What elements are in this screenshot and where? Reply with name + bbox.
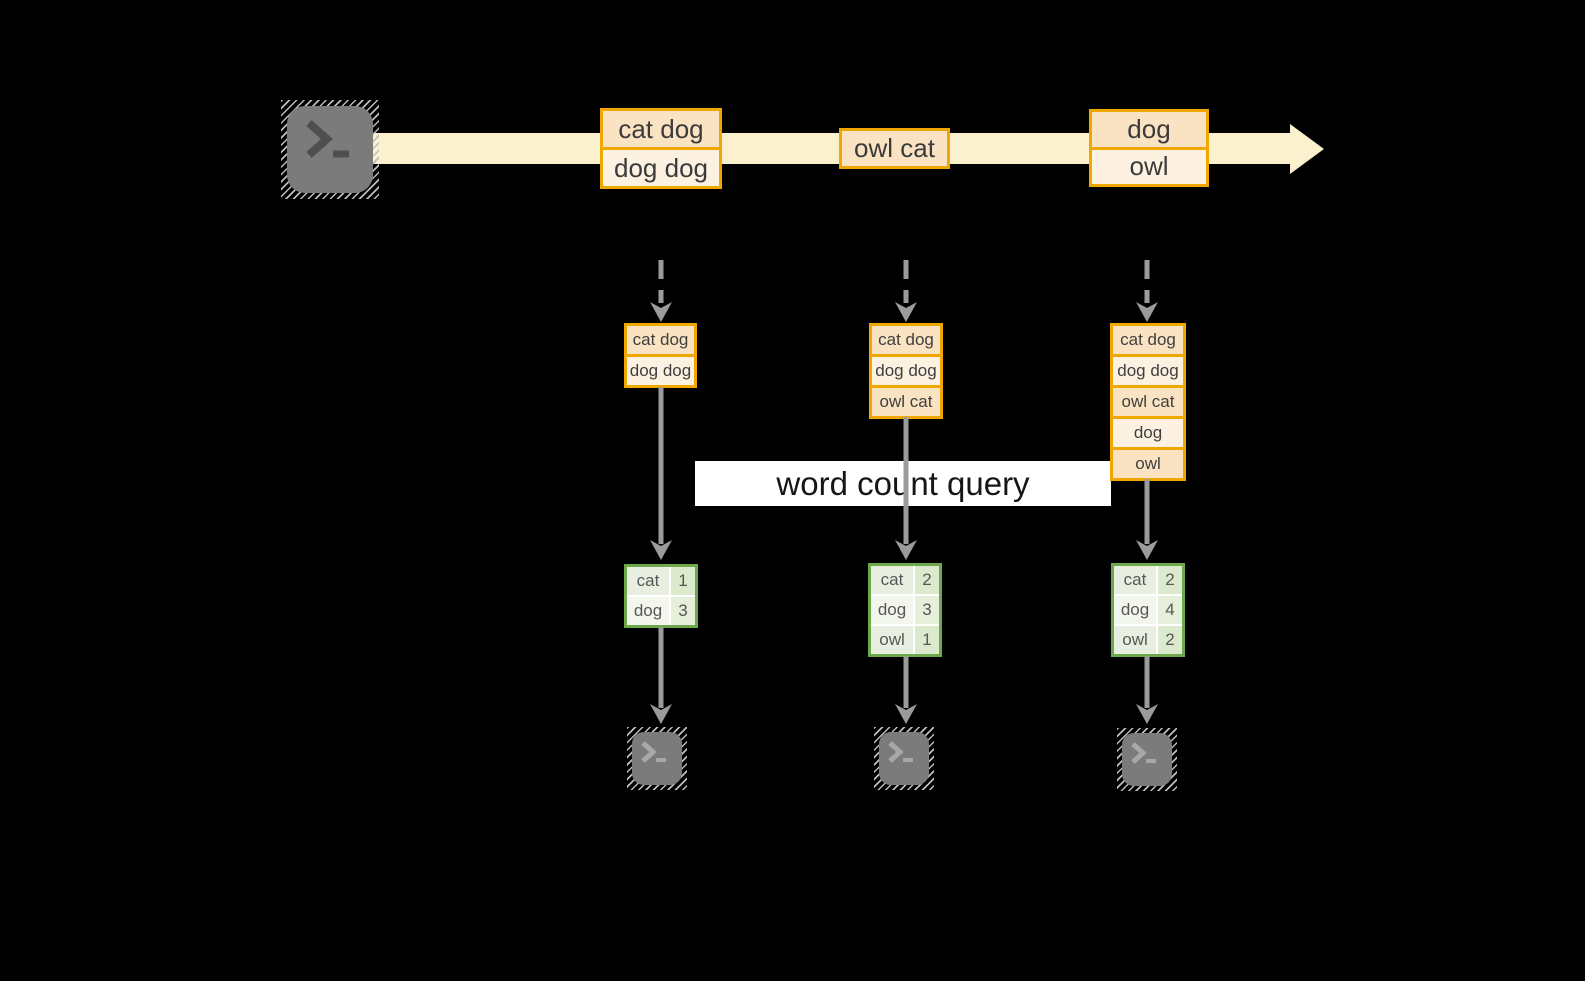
buffer-row: owl cat bbox=[1113, 385, 1183, 416]
count-cell: 2 bbox=[1158, 626, 1182, 654]
word-cell: dog bbox=[627, 597, 669, 625]
terminal-screen bbox=[1122, 733, 1172, 786]
buffer-row: dog dog bbox=[872, 354, 940, 385]
count-table-1: cat 1 dog 3 bbox=[624, 564, 698, 628]
word-cell: cat bbox=[627, 567, 669, 595]
input-buffer-3: cat dog dog dog owl cat dog owl bbox=[1110, 323, 1186, 481]
sink-terminal-icon-2 bbox=[874, 727, 934, 790]
buffer-row: cat dog bbox=[627, 326, 694, 354]
event-record: dog dog bbox=[603, 147, 719, 186]
event-record: dog bbox=[1092, 112, 1206, 147]
count-cell: 2 bbox=[915, 566, 939, 594]
word-cell: dog bbox=[1114, 596, 1156, 624]
event-record: owl bbox=[1092, 146, 1206, 184]
query-arrow-3 bbox=[1136, 479, 1158, 560]
terminal-prompt-icon bbox=[306, 120, 349, 158]
sink-arrow-1 bbox=[650, 627, 672, 724]
query-arrow-1 bbox=[650, 387, 672, 560]
event-record: cat dog bbox=[603, 111, 719, 147]
terminal-prompt-icon bbox=[1131, 742, 1156, 764]
buffer-row: cat dog bbox=[1113, 326, 1183, 354]
dashed-arrow-3 bbox=[1136, 260, 1158, 322]
buffer-row: cat dog bbox=[872, 326, 940, 354]
word-cell: cat bbox=[871, 566, 913, 594]
sink-terminal-icon-1 bbox=[627, 727, 687, 790]
word-cell: owl bbox=[871, 626, 913, 654]
count-table-3: cat 2 dog 4 owl 2 bbox=[1111, 563, 1185, 657]
sink-terminal-icon-3 bbox=[1117, 728, 1177, 791]
word-cell: dog bbox=[871, 596, 913, 624]
buffer-row: dog dog bbox=[627, 354, 694, 385]
dashed-arrow-1 bbox=[650, 260, 672, 322]
count-cell: 1 bbox=[671, 567, 695, 595]
stream-event-batch-2: owl cat bbox=[839, 128, 950, 169]
terminal-prompt-icon bbox=[888, 741, 913, 763]
count-cell: 3 bbox=[671, 597, 695, 625]
input-buffer-2: cat dog dog dog owl cat bbox=[869, 323, 943, 419]
sink-arrow-2 bbox=[895, 656, 917, 724]
query-arrow-2 bbox=[895, 417, 917, 560]
buffer-row: owl bbox=[1113, 447, 1183, 478]
count-cell: 4 bbox=[1158, 596, 1182, 624]
query-banner: word count query bbox=[695, 461, 1111, 506]
word-cell: owl bbox=[1114, 626, 1156, 654]
terminal-screen bbox=[879, 732, 929, 785]
terminal-prompt-icon bbox=[641, 741, 666, 763]
dashed-arrow-2 bbox=[895, 260, 917, 322]
count-cell: 1 bbox=[915, 626, 939, 654]
event-record: owl cat bbox=[842, 131, 947, 166]
count-cell: 2 bbox=[1158, 566, 1182, 594]
stream-event-batch-3: dog owl bbox=[1089, 109, 1209, 187]
sink-arrow-3 bbox=[1136, 656, 1158, 724]
buffer-row: dog dog bbox=[1113, 354, 1183, 385]
terminal-screen bbox=[632, 732, 682, 785]
buffer-row: dog bbox=[1113, 416, 1183, 447]
stream-arrow-head bbox=[1290, 124, 1324, 174]
input-buffer-1: cat dog dog dog bbox=[624, 323, 697, 388]
count-cell: 3 bbox=[915, 596, 939, 624]
terminal-screen bbox=[287, 106, 373, 193]
stream-event-batch-1: cat dog dog dog bbox=[600, 108, 722, 189]
count-table-2: cat 2 dog 3 owl 1 bbox=[868, 563, 942, 657]
buffer-row: owl cat bbox=[872, 385, 940, 416]
word-cell: cat bbox=[1114, 566, 1156, 594]
source-terminal-icon bbox=[281, 100, 379, 199]
